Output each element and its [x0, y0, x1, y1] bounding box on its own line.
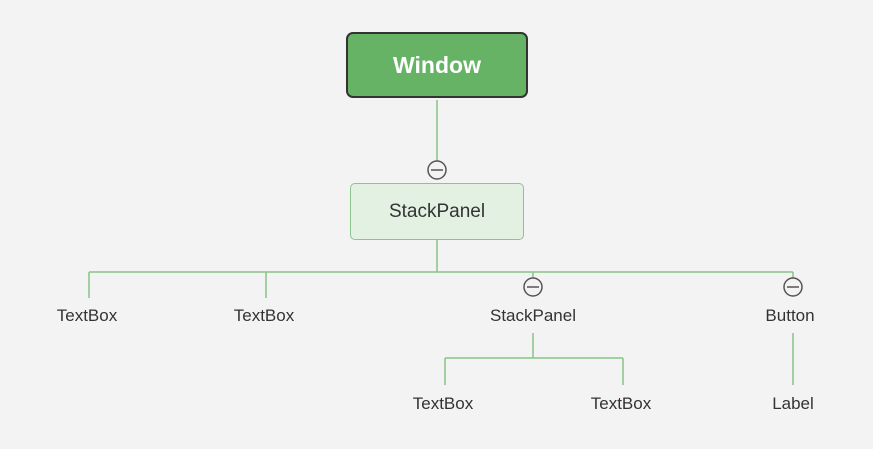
collapse-toggle-button[interactable] — [783, 277, 803, 297]
node-window-label: Window — [393, 51, 481, 78]
node-stackpanel[interactable]: StackPanel — [350, 183, 524, 240]
node-stackpanel-2[interactable]: StackPanel — [490, 306, 576, 325]
node-button[interactable]: Button — [765, 306, 815, 325]
node-label[interactable]: Label — [772, 394, 814, 413]
node-textbox-4[interactable]: TextBox — [590, 394, 652, 413]
node-window[interactable]: Window — [346, 32, 528, 98]
node-textbox-1[interactable]: TextBox — [56, 306, 118, 325]
collapse-toggle-stackpanel-2[interactable] — [523, 277, 543, 297]
node-textbox-2[interactable]: TextBox — [233, 306, 295, 325]
collapse-toggle-window[interactable] — [427, 160, 447, 180]
node-stackpanel-label: StackPanel — [388, 200, 486, 222]
node-textbox-3[interactable]: TextBox — [412, 394, 474, 413]
